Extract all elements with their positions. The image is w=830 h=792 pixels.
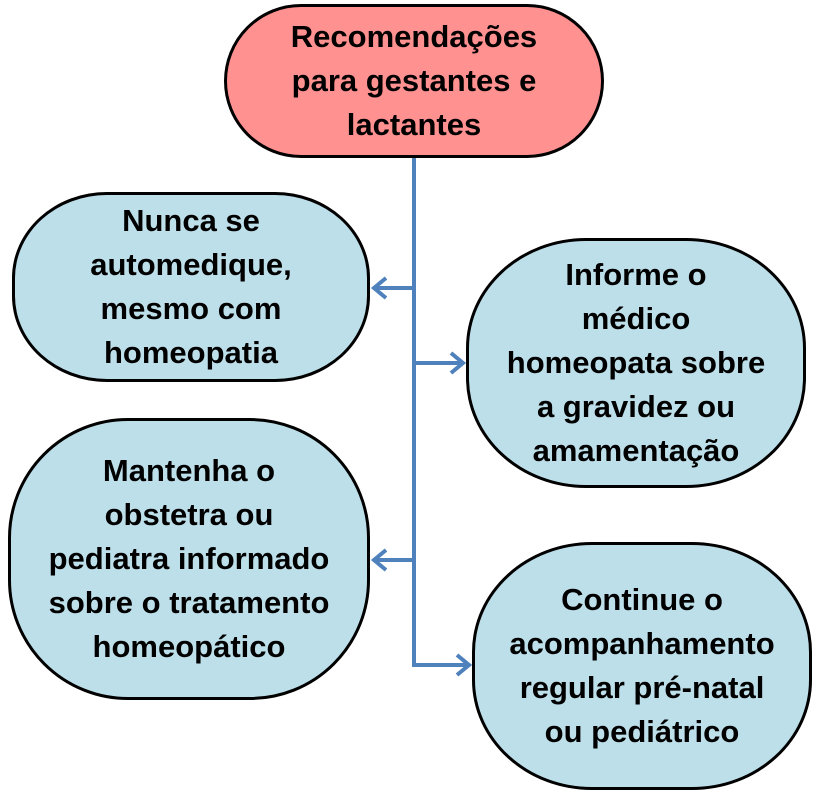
root-line: lactantes [346,107,482,142]
node-text: Informe o médico homeopata sobre a gravi… [507,253,765,473]
arrowhead-right-icon [455,653,473,677]
node-line: regular pré-natal [519,670,765,705]
node-text: Mantenha o obstetra ou pediatra informad… [49,449,330,669]
node-text: Nunca se automedique, mesmo com homeopat… [90,199,292,375]
root-line: Recomendações [290,19,538,54]
node-line: acompanhamento [509,626,775,661]
node-line: homeopatia [104,335,278,370]
connector-to-inform-doctor [414,351,467,375]
node-line: Informe o [565,257,707,292]
node-line: ou pediátrico [544,714,740,749]
node-line: médico [581,301,691,336]
root-line: para gestantes e [291,63,537,98]
node-line: pediatra informado [48,541,330,576]
node-line: mesmo com [100,291,282,326]
node-line: sobre o tratamento [48,585,330,620]
node-continue-follow-up: Continue o acompanhamento regular pré-na… [472,542,812,790]
node-line: Mantenha o [102,453,276,488]
node-text: Continue o acompanhamento regular pré-na… [509,578,774,754]
node-keep-doctor-informed: Mantenha o obstetra ou pediatra informad… [8,418,370,700]
node-line: homeopático [92,629,286,664]
node-line: amamentação [532,433,740,468]
connector-to-self-medication [370,276,414,300]
arrowhead-left-icon [370,548,388,572]
node-line: automedique, [90,247,292,282]
node-inform-homeopath: Informe o médico homeopata sobre a gravi… [466,238,806,488]
node-no-self-medication: Nunca se automedique, mesmo com homeopat… [12,192,370,382]
arrowhead-right-icon [449,351,467,375]
root-node-text: Recomendações para gestantes e lactantes [291,15,537,147]
node-line: obstetra ou [104,497,274,532]
connector-to-keep-informed [370,548,414,572]
node-line: homeopata sobre [506,345,766,380]
root-node-recommendations: Recomendações para gestantes e lactantes [224,4,604,158]
node-line: a gravidez ou [536,389,736,424]
connector-to-continue-care [414,653,473,677]
node-line: Nunca se [122,203,260,238]
node-line: Continue o [561,582,723,617]
arrowhead-left-icon [370,276,388,300]
